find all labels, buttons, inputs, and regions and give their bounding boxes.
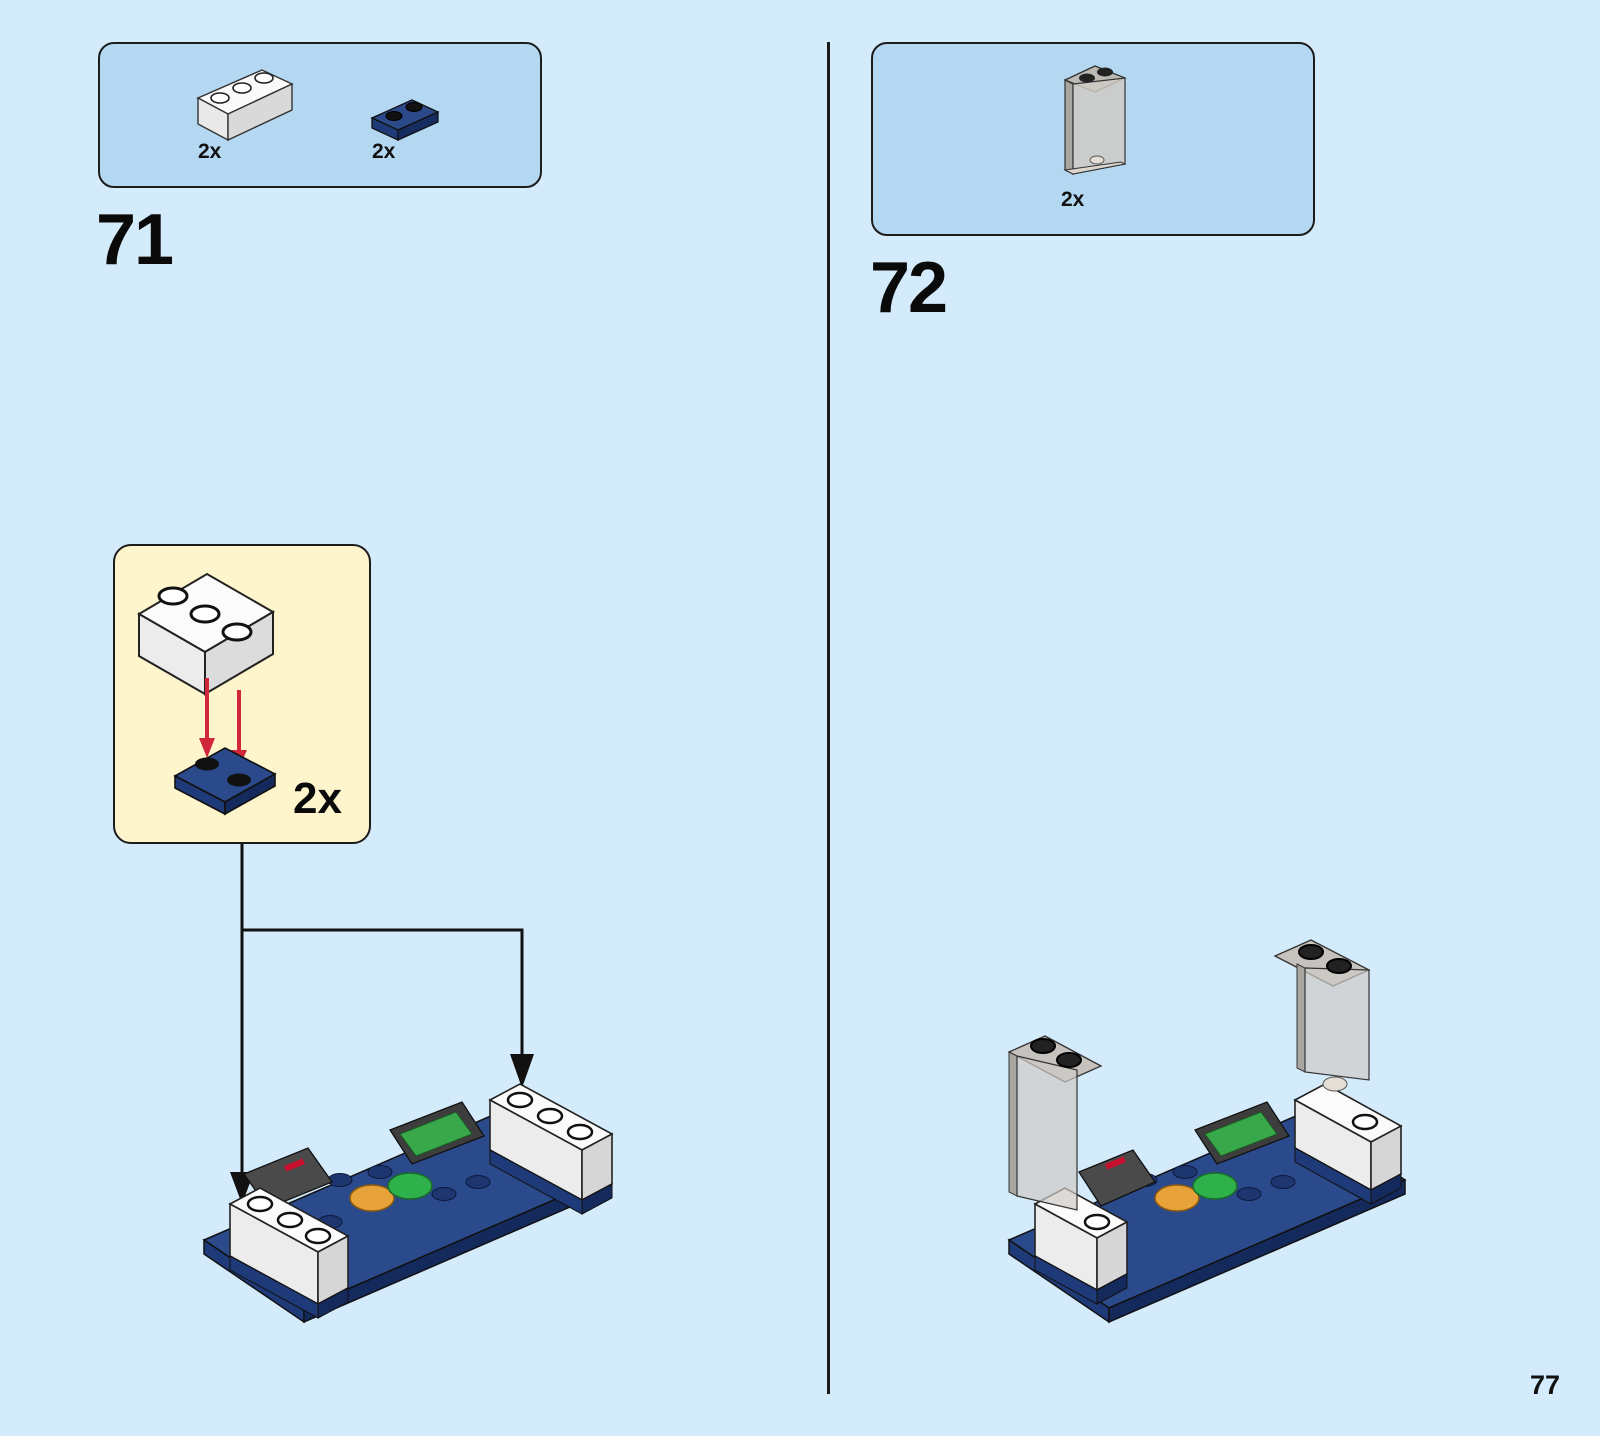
step-72-part-1-qty: 2x [1061, 188, 1084, 212]
page-divider [827, 42, 830, 1394]
step-72-number: 72 [870, 252, 946, 324]
trans-clear-panel-icon [1059, 64, 1129, 188]
step-71-model [200, 1090, 630, 1350]
page-number: 77 [1530, 1370, 1560, 1401]
step-72-model [1005, 950, 1435, 1350]
step-72-parts-box: 2x [871, 42, 1315, 236]
